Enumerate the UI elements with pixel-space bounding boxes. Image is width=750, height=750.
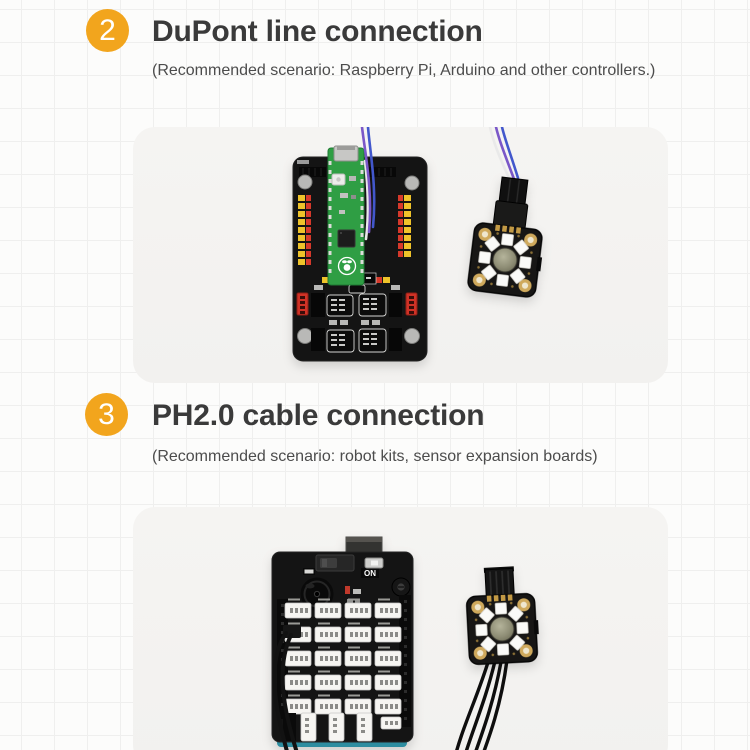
dupont-connector [492,176,529,230]
gpio-strip-right [398,195,411,257]
pin-header-top-right [369,167,396,177]
step-badge-3: 3 [85,393,128,436]
dupont-connection-illustration [292,127,547,362]
step-number: 2 [99,14,116,47]
off-label-plate [304,569,314,574]
switch-on-label: ON [364,569,376,578]
pin-header-top-left [299,167,326,177]
ph20-connection-illustration: ON [271,536,541,750]
stacking-header-right [399,595,411,727]
section-subtitle-dupont: (Recommended scenario: Raspberry Pi, Ard… [152,62,656,79]
section-title-dupont: DuPont line connection [152,15,483,48]
rp2040-chip [337,229,356,248]
trim-pot [391,577,411,597]
photo-dupont-connection [133,127,668,383]
silk-labels [314,285,400,325]
rgb-led-ring-module [466,176,547,299]
dupont-wires-module [488,127,520,182]
ph20-connector [483,566,515,600]
section-subtitle-ph20: (Recommended scenario: robot kits, senso… [152,448,598,465]
raspberry-logo [337,256,357,276]
step-badge-2: 2 [86,9,129,52]
section-title-ph20: PH2.0 cable connection [152,399,485,432]
dupont-wires-board [360,127,376,241]
power-switch [315,554,355,572]
ph20-plug [283,625,301,638]
screw-holes [297,174,420,344]
ph20-connector-grid [284,598,402,715]
sensor-shield-board: ON [271,536,414,747]
photo-ph20-connection: ON [133,507,668,750]
rgb-led-ring-module [465,566,541,666]
ph20-cable-board [272,625,301,750]
raspberry-pi-pico [327,145,365,286]
step-number: 3 [98,398,115,431]
ph20-cable-module [455,657,509,750]
on-label-plate [361,568,379,578]
bottom-connectors [300,712,402,742]
gpio-strip-left [298,195,311,265]
female-header-grids [311,293,402,351]
power-led [345,586,350,594]
